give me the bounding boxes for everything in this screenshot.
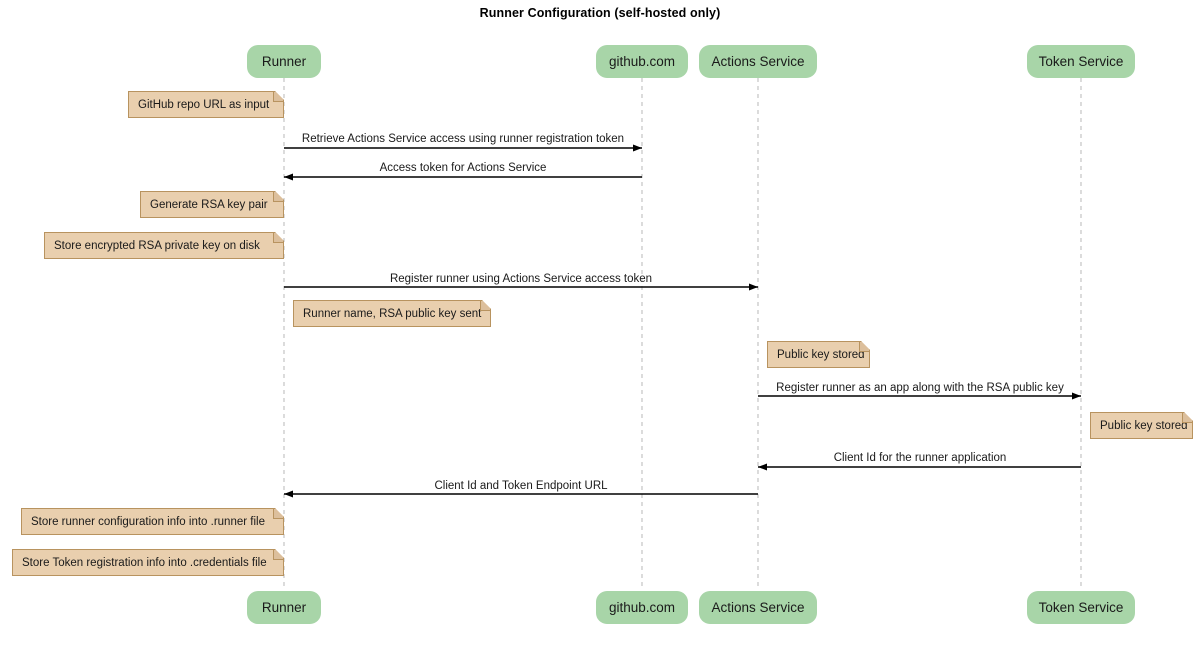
page-title: Runner Configuration (self-hosted only) xyxy=(479,6,721,20)
participant-label: Actions Service xyxy=(711,600,805,615)
note-public-key-token: Public key stored xyxy=(1090,412,1193,439)
participant-runner-top[interactable]: Runner xyxy=(247,45,321,78)
message-arrows-group xyxy=(284,144,1081,498)
note-text: Store encrypted RSA private key on disk xyxy=(54,239,260,252)
msg-register-runner-label: Register runner using Actions Service ac… xyxy=(389,273,653,285)
note-text: Store Token registration info into .cred… xyxy=(22,556,267,569)
participant-github-bottom[interactable]: github.com xyxy=(596,591,688,624)
participant-label: github.com xyxy=(608,54,676,69)
note-text: Store runner configuration info into .ru… xyxy=(31,515,265,528)
participant-label: Runner xyxy=(261,54,307,69)
participant-github-top[interactable]: github.com xyxy=(596,45,688,78)
note-text: Public key stored xyxy=(777,348,865,361)
msg-access-token-label: Access token for Actions Service xyxy=(379,162,547,174)
participant-label: Actions Service xyxy=(711,54,805,69)
note-text: Runner name, RSA public key sent xyxy=(303,307,482,320)
note-text: Public key stored xyxy=(1100,419,1188,432)
note-runner-name-key: Runner name, RSA public key sent xyxy=(293,300,491,327)
note-github-repo-url: GitHub repo URL as input xyxy=(128,91,284,118)
participant-runner-bottom[interactable]: Runner xyxy=(247,591,321,624)
participant-actions-top[interactable]: Actions Service xyxy=(699,45,817,78)
participant-label: Token Service xyxy=(1038,54,1124,69)
note-store-private-key: Store encrypted RSA private key on disk xyxy=(44,232,284,259)
participant-label: Runner xyxy=(261,600,307,615)
participant-label: Token Service xyxy=(1038,600,1124,615)
note-store-credentials: Store Token registration info into .cred… xyxy=(12,549,284,576)
note-store-runner-file: Store runner configuration info into .ru… xyxy=(21,508,284,535)
participant-token-bottom[interactable]: Token Service xyxy=(1027,591,1135,624)
note-generate-rsa: Generate RSA key pair xyxy=(140,191,284,218)
participant-label: github.com xyxy=(608,600,676,615)
participant-token-top[interactable]: Token Service xyxy=(1027,45,1135,78)
note-public-key-actions: Public key stored xyxy=(767,341,870,368)
participant-actions-bottom[interactable]: Actions Service xyxy=(699,591,817,624)
msg-retrieve-access-label: Retrieve Actions Service access using ru… xyxy=(301,133,625,145)
msg-client-id-label: Client Id for the runner application xyxy=(833,452,1007,464)
msg-client-id-url-label: Client Id and Token Endpoint URL xyxy=(434,480,608,492)
msg-register-app-label: Register runner as an app along with the… xyxy=(776,382,1064,394)
note-text: GitHub repo URL as input xyxy=(138,98,270,111)
lifelines-group xyxy=(283,78,1082,590)
note-text: Generate RSA key pair xyxy=(150,198,268,211)
